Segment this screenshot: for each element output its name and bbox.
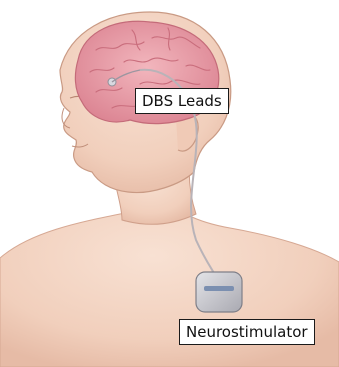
- dbs-leads-label: DBS Leads: [135, 88, 229, 114]
- device-logo: [204, 286, 234, 291]
- neurostimulator-label: Neurostimulator: [179, 319, 315, 345]
- neurostimulator-device: [196, 272, 242, 312]
